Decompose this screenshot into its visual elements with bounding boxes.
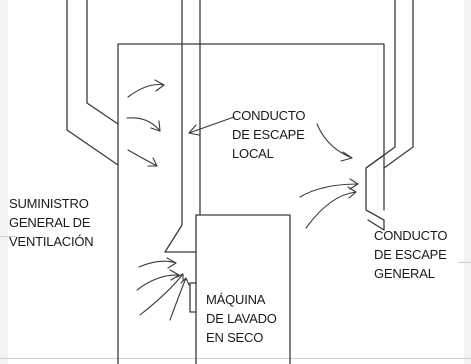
airflow-arrow xyxy=(305,191,357,229)
airflow-arrow xyxy=(188,116,235,134)
bottom-edge-line xyxy=(0,358,471,359)
airflow-arrow xyxy=(127,83,165,98)
left-edge-line xyxy=(0,236,16,237)
label-general-supply: SUMINISTRO GENERAL DE VENTILACIÓN xyxy=(9,196,94,249)
machine-box xyxy=(195,214,291,364)
airflow-arrow xyxy=(127,149,158,167)
airflow-arrow xyxy=(126,117,161,132)
label-machine: MÁQUINA DE LAVADO EN SECO xyxy=(206,292,277,345)
airflow-arrow xyxy=(316,123,353,159)
label-general-exhaust: CONDUCTO DE ESCAPE GENERAL xyxy=(374,228,448,281)
local-exhaust-duct xyxy=(164,0,197,253)
room-outline xyxy=(117,43,385,364)
general-exhaust-duct xyxy=(365,0,396,231)
airflow-arrow xyxy=(139,273,184,316)
label-local-exhaust: CONDUCTO DE ESCAPE LOCAL xyxy=(232,108,306,161)
airflow-arrow xyxy=(299,183,359,198)
airflow-arrow xyxy=(169,277,187,321)
airflow-arrow xyxy=(136,274,180,291)
airflow-arrow xyxy=(138,260,177,268)
right-edge-line xyxy=(458,262,471,263)
supply-duct xyxy=(66,0,119,166)
diagram-frame xyxy=(8,0,464,364)
